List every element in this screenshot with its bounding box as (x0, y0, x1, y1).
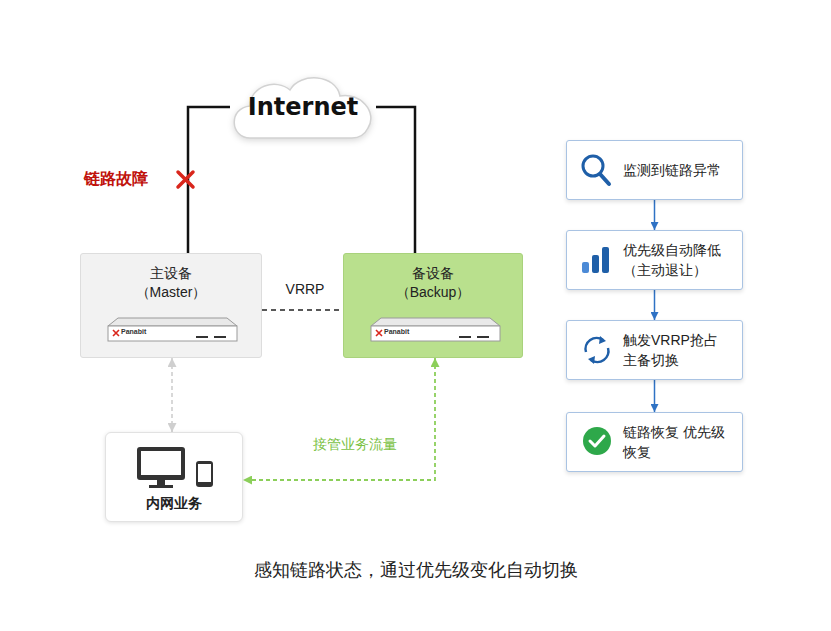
node-text: 优先级自动降低 （主动退让） (623, 240, 735, 280)
intranet-box: 内网业务 (105, 432, 243, 522)
fault-label: 链路故障 (84, 169, 170, 190)
connector (654, 200, 656, 230)
priority-bar (592, 255, 599, 273)
device-top (371, 318, 500, 326)
switch-icon (591, 348, 608, 362)
connector (262, 309, 343, 311)
device-top (108, 318, 237, 326)
backup-device-box: 备设备 （Backup） (343, 253, 523, 358)
search-icon (600, 174, 609, 184)
connector (654, 290, 656, 320)
node-text: 备设备 （Backup） (387, 264, 479, 302)
connector (376, 107, 415, 253)
device-port (477, 336, 489, 338)
monitor-screen (141, 451, 181, 475)
process-step: 触发VRRP抢占 主备切换 (566, 320, 743, 380)
priority-bar (582, 262, 589, 273)
connector (171, 358, 173, 432)
connector (188, 107, 230, 253)
connector-label: VRRP (280, 281, 330, 297)
node-text: 内网业务 (146, 495, 202, 513)
node-text: Internet (248, 93, 358, 121)
diagram-caption: 感知链路状态，通过优先级变化自动切换 (0, 558, 831, 582)
device-front (108, 326, 237, 341)
process-step: 优先级自动降低 （主动退让） (566, 230, 743, 290)
process-step: 链路恢复 优先级恢复 (566, 412, 743, 472)
phone-screen (198, 464, 211, 482)
connector (243, 358, 435, 480)
monitor-icon (137, 447, 185, 480)
monitor-base (149, 485, 173, 488)
switch-icon (599, 336, 606, 344)
node-text: 主设备 （Master） (125, 264, 217, 302)
internet-cloud: Internet (228, 72, 378, 142)
switch-icon (586, 338, 603, 352)
check-icon (590, 436, 604, 446)
device-port (214, 336, 226, 338)
device-logo (113, 330, 119, 336)
connector-label: 接管业务流量 (300, 436, 410, 454)
device-logo (376, 330, 382, 336)
brand-label: Panabit (384, 328, 434, 335)
check-icon (583, 427, 611, 455)
search-icon (583, 156, 603, 176)
brand-label: Panabit (121, 328, 171, 335)
monitor-stand (157, 480, 165, 485)
connector (654, 380, 656, 412)
failure-cross (178, 172, 193, 187)
switch-icon (588, 356, 595, 364)
cloud-outline (234, 78, 371, 138)
node-text: 触发VRRP抢占 主备切换 (623, 330, 735, 370)
node-text: 监测到链路异常 (623, 160, 735, 180)
master-device-box: 主设备 （Master） (80, 253, 262, 358)
device-front (371, 326, 500, 341)
node-text: 链路恢复 优先级恢复 (623, 422, 735, 462)
phone-icon (196, 461, 213, 487)
process-step: 监测到链路异常 (566, 140, 743, 200)
device-port (196, 336, 208, 338)
device-port (459, 336, 471, 338)
priority-bar (602, 247, 609, 273)
